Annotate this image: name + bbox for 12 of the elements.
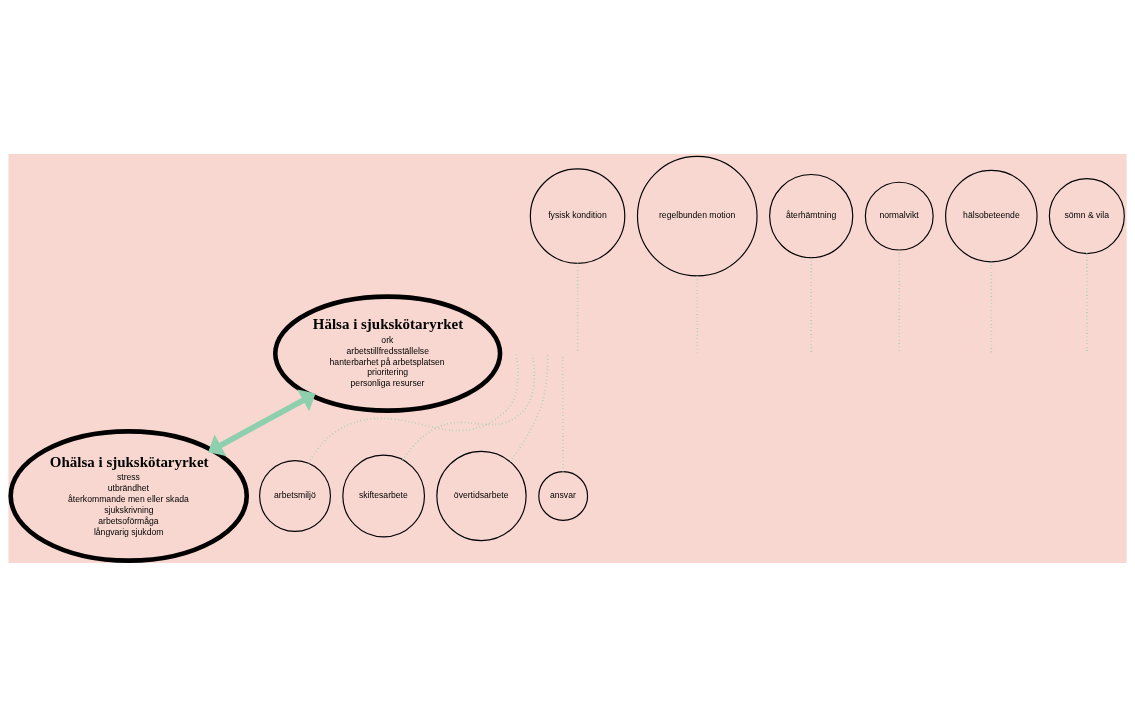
node-circle: ansvar	[538, 471, 589, 521]
node-ellipse: Ohälsa i sjukskötaryrket stress utbrändhet återkommande men eller skada sjukskrivning arbetsoförmåga långvarig sjukdom	[8, 429, 250, 563]
node-circle: fysisk kondition	[529, 168, 626, 264]
node-circle: hälsobeteende	[945, 169, 1038, 263]
node-circle: regelbunden motion	[636, 155, 758, 277]
node-circle: återhämtning	[769, 173, 854, 259]
arrow	[208, 389, 316, 457]
node-circle: arbetsmiljö	[259, 460, 331, 532]
node-circle: skiftesarbete	[342, 454, 426, 538]
node-circle: normalvikt	[864, 181, 934, 251]
node-circle: sömn & vila	[1048, 178, 1125, 255]
node-circle: övertidsarbete	[436, 450, 527, 542]
